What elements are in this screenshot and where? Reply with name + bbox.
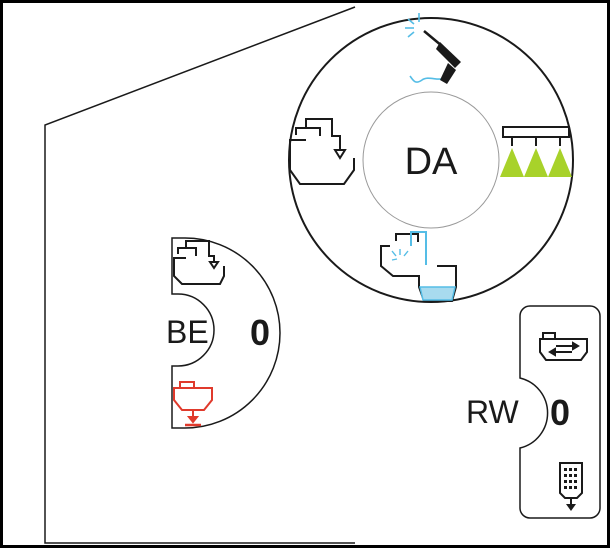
spray-lance-icon[interactable] bbox=[405, 13, 461, 84]
be-panel-outline bbox=[171, 237, 281, 429]
be-tank-drain-icon[interactable] bbox=[173, 381, 213, 427]
field-outline bbox=[44, 6, 356, 544]
be-panel[interactable]: BE 0 bbox=[166, 237, 281, 429]
be-label: BE bbox=[166, 314, 209, 350]
rw-filter-icon[interactable] bbox=[559, 462, 583, 511]
boom-spray-icon[interactable] bbox=[500, 126, 572, 177]
rw-label: RW bbox=[466, 394, 520, 430]
be-value: 0 bbox=[250, 312, 270, 353]
tank-fill-icon[interactable] bbox=[289, 118, 355, 185]
tank-rinse-icon[interactable] bbox=[380, 231, 457, 302]
wheel-label: DA bbox=[405, 141, 458, 183]
rw-value: 0 bbox=[550, 392, 570, 433]
be-tank-fill-icon[interactable] bbox=[173, 240, 225, 285]
wheel-inner-ring bbox=[362, 91, 500, 229]
rw-panel[interactable]: RW 0 bbox=[466, 305, 601, 519]
rw-tank-circulation-icon[interactable] bbox=[539, 332, 588, 361]
da-mode-wheel[interactable]: DA bbox=[288, 13, 574, 303]
